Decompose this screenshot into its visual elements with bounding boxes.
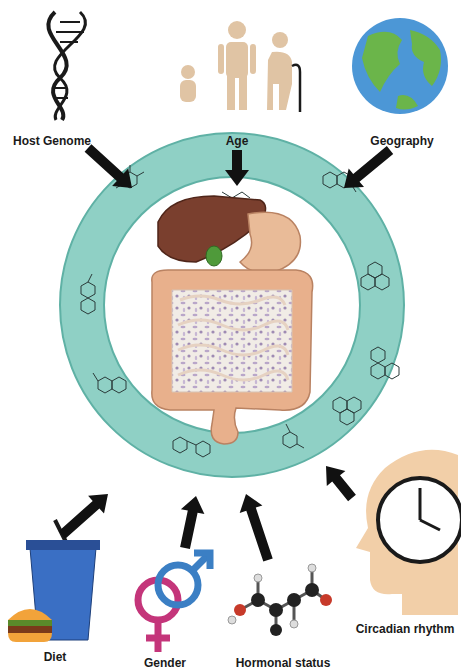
globe-icon [352,18,448,114]
molecules [81,165,399,457]
factor-arrow [225,150,249,186]
dna-icon [48,12,85,120]
age-icon [180,21,300,112]
factor-label: Circadian rhythm [356,622,455,636]
diet-icon [8,520,100,642]
factor-label: Gender [144,656,186,670]
ring [60,133,404,477]
factor-label: Age [226,134,249,148]
gut-illustration [152,196,313,444]
hormone-icon [228,564,332,636]
factor-label: Host Genome [13,134,91,148]
factor-arrow [240,494,273,562]
circadian-icon [356,450,461,615]
factor-arrow [344,146,393,188]
factor-arrow [59,494,108,539]
factor-arrow [180,496,204,549]
gender-icon [138,553,210,652]
factor-arrow [326,466,356,501]
factor-arrow [85,144,132,188]
factor-label: Geography [370,134,433,148]
factor-label: Hormonal status [236,656,331,670]
factor-label: Diet [44,650,67,664]
arrows [59,144,394,561]
